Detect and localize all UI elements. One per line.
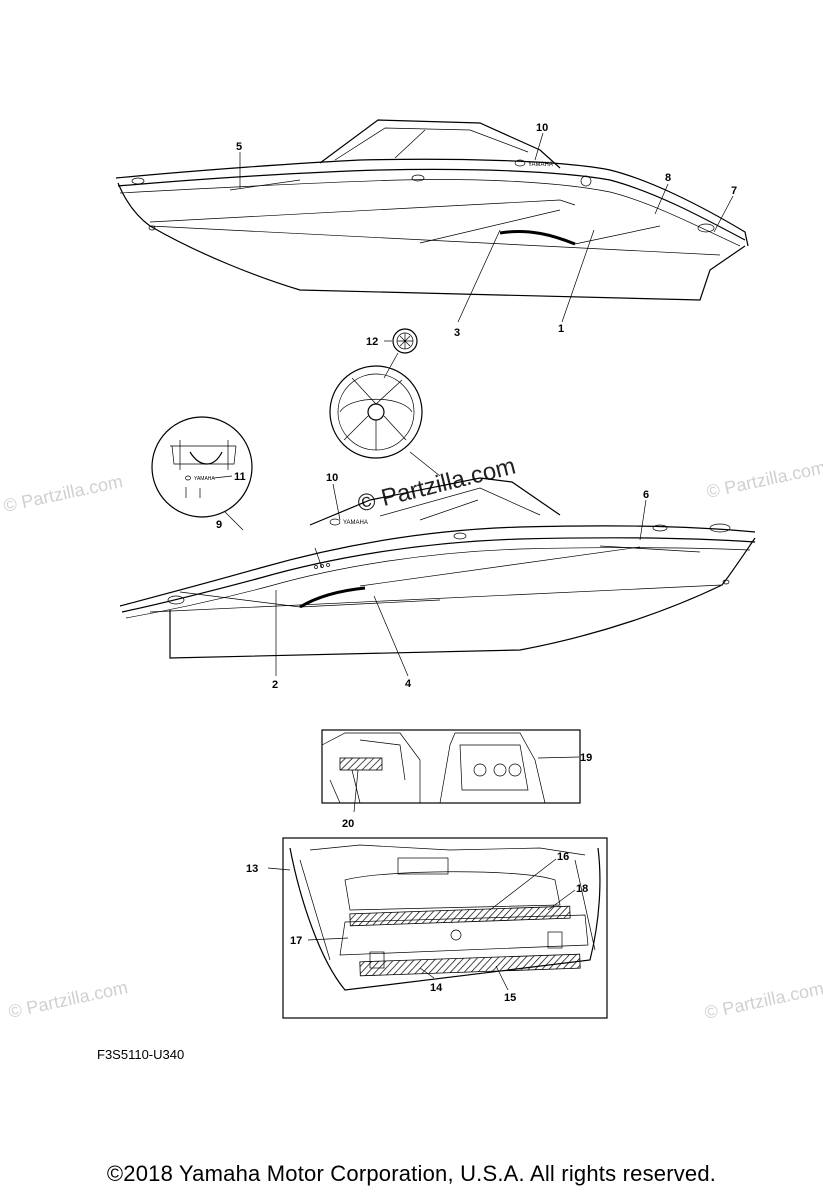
callout-5: 5 — [236, 141, 242, 153]
callout-16: 16 — [557, 851, 569, 863]
callout-17: 17 — [290, 935, 302, 947]
callout-1: 1 — [558, 323, 564, 335]
top-boat-callouts: 5 10 8 7 3 1 — [236, 122, 737, 339]
steering-wheel-detail: 12 — [329, 328, 441, 477]
boat-top-view: YAMAHA — [115, 119, 749, 301]
yamaha-logo-inset: YAMAHA — [194, 476, 215, 482]
callout-3: 3 — [454, 327, 460, 339]
watermark-bottom-left: © Partzilla.com — [7, 977, 130, 1022]
callout-14: 14 — [430, 982, 443, 994]
inset-detail-11: YAMAHA 11 9 — [151, 416, 253, 531]
callout-4: 4 — [405, 678, 412, 690]
callout-11: 11 — [234, 471, 246, 483]
watermark-left: © Partzilla.com — [2, 471, 125, 516]
callout-13: 13 — [246, 863, 258, 875]
callout-19: 19 — [580, 752, 592, 764]
callout-18: 18 — [576, 883, 588, 895]
partzilla-watermark: © Partzilla.com — [355, 453, 518, 518]
callout-7: 7 — [731, 185, 737, 197]
yamaha-logo-top: YAMAHA — [528, 162, 553, 168]
console-detail: 19 20 — [321, 729, 592, 830]
callout-15: 15 — [504, 992, 516, 1004]
boat-bottom-view: YAMAHA — [119, 477, 756, 659]
faint-watermarks: © Partzilla.com © Partzilla.com © Partzi… — [2, 457, 823, 1023]
platform-detail: 13 16 18 17 14 15 — [246, 837, 608, 1019]
callout-8: 8 — [665, 172, 671, 184]
callout-20: 20 — [342, 818, 354, 830]
callout-9: 9 — [216, 519, 222, 531]
callout-12: 12 — [366, 336, 378, 348]
callout-10-bottom: 10 — [326, 472, 338, 484]
yamaha-logo-bottom: YAMAHA — [343, 520, 368, 526]
callout-6: 6 — [643, 489, 649, 501]
watermark-bottom-right: © Partzilla.com — [703, 978, 823, 1023]
callout-10-top: 10 — [536, 122, 548, 134]
diagram-code: F3S5110-U340 — [97, 1047, 185, 1062]
callout-2: 2 — [272, 679, 278, 691]
copyright-notice: ©2018 Yamaha Motor Corporation, U.S.A. A… — [106, 1161, 717, 1186]
bottom-boat-callouts: 10 6 2 4 — [272, 472, 649, 691]
watermark-right: © Partzilla.com — [705, 457, 823, 502]
